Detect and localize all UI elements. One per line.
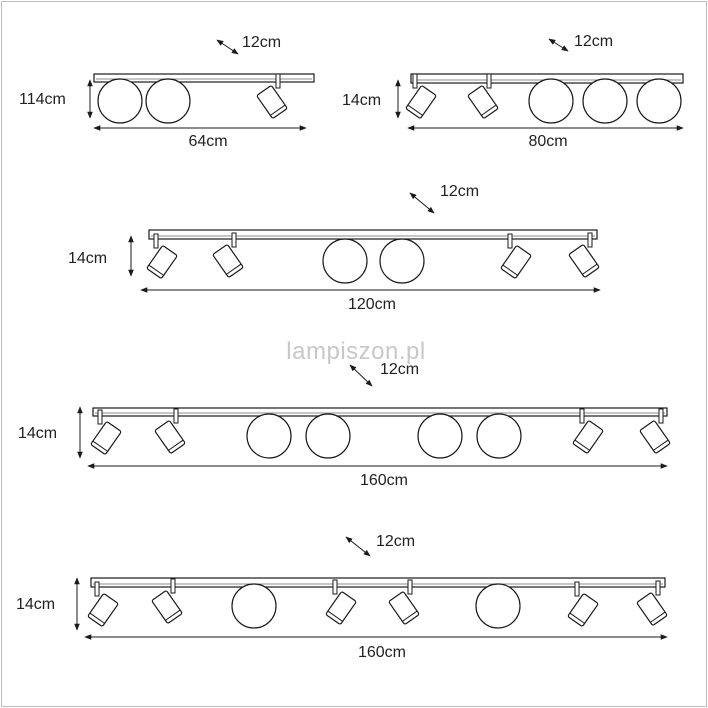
globe-lamp-icon	[305, 413, 351, 459]
globe-lamp-icon	[145, 78, 191, 124]
fixture-4: 12cm 14cm 160cm	[18, 361, 671, 489]
globe-lamp-icon	[582, 78, 628, 124]
spotlight-lamp-icon	[146, 233, 178, 279]
spotlight-lamp-icon	[388, 579, 420, 625]
globe-lamp-icon	[528, 78, 574, 124]
depth-dimension-arrow	[409, 192, 435, 214]
spotlight-lamp-icon	[90, 409, 122, 455]
mounting-rail	[93, 73, 315, 83]
globe-lamp-icon	[417, 413, 463, 459]
mounting-rail	[148, 229, 598, 240]
depth-dimension-arrow	[216, 39, 239, 55]
spotlight-lamp-icon	[500, 233, 532, 279]
spotlight-lamp-icon	[212, 232, 244, 278]
spotlight-lamp-icon	[405, 73, 437, 119]
width-label: 120cm	[348, 296, 396, 313]
depth-label: 12cm	[242, 34, 281, 51]
globe-lamp-icon	[97, 78, 143, 124]
spotlight-lamp-icon	[151, 578, 183, 624]
globe-lamp-icon	[636, 78, 682, 124]
spotlight-lamp-icon	[467, 73, 499, 119]
spotlight-lamp-icon	[256, 73, 288, 119]
height-label: 14cm	[342, 92, 381, 109]
width-label: 160cm	[360, 472, 408, 489]
spotlight-lamp-icon	[325, 579, 357, 625]
depth-dimension-arrow	[349, 364, 373, 387]
mounting-rail	[90, 577, 666, 588]
globe-lamp-icon	[246, 413, 292, 459]
depth-label: 12cm	[376, 533, 415, 550]
depth-label: 12cm	[380, 361, 419, 378]
fixture-2: 12cm 14cm 80cm	[342, 33, 684, 150]
spotlight-lamp-icon	[639, 408, 671, 454]
fixture-5: 12cm 14cm 160cm	[16, 533, 668, 661]
spotlight-lamp-icon	[636, 580, 668, 626]
spotlight-lamp-icon	[567, 581, 599, 627]
spotlight-lamp-icon	[568, 232, 600, 278]
height-label: 14cm	[18, 425, 57, 442]
globe-lamp-icon	[379, 238, 425, 284]
spotlight-lamp-icon	[572, 408, 604, 454]
height-label: 14cm	[68, 250, 107, 267]
depth-dimension-arrow	[345, 536, 371, 557]
depth-label: 12cm	[574, 33, 613, 50]
globe-lamp-icon	[475, 583, 521, 629]
spotlight-lamp-icon	[87, 581, 119, 627]
globe-lamp-icon	[231, 583, 277, 629]
spotlight-lamp-icon	[154, 408, 186, 454]
mounting-rail	[92, 407, 668, 417]
fixture-1: 12cm 114cm 64cm	[19, 34, 315, 150]
fixture-3: 12cm 14cm 120cm	[68, 183, 601, 313]
globe-lamp-icon	[476, 413, 522, 459]
width-label: 64cm	[188, 133, 227, 150]
height-label: 14cm	[16, 596, 55, 613]
watermark-text: lampiszon.pl	[286, 338, 425, 365]
globe-lamp-icon	[322, 238, 368, 284]
height-label: 114cm	[19, 91, 66, 108]
width-label: 80cm	[528, 133, 567, 150]
width-label: 160cm	[358, 644, 406, 661]
depth-label: 12cm	[440, 183, 479, 200]
depth-dimension-arrow	[548, 38, 569, 52]
